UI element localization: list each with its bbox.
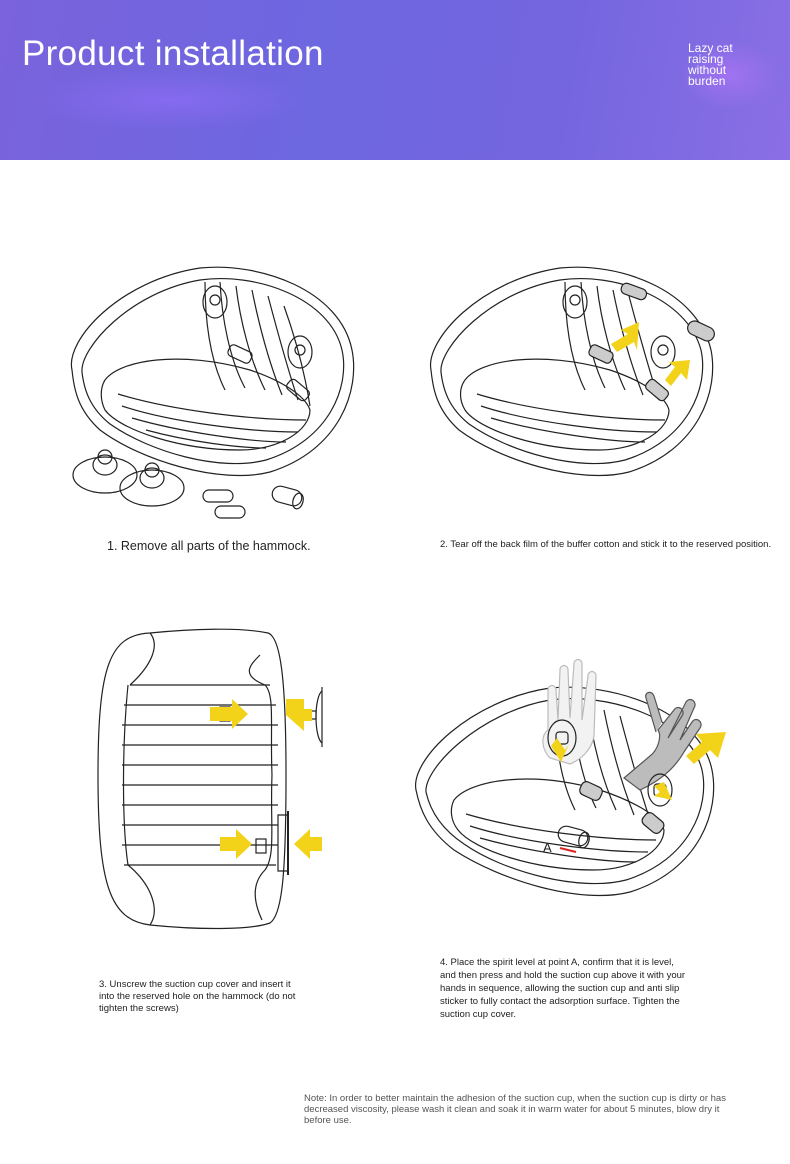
page-title: Product installation [22, 34, 324, 73]
step-3-illustration [97, 628, 323, 930]
hammock-tray [70, 266, 355, 477]
suction-cup-side [277, 687, 323, 875]
yellow-arrow [551, 732, 726, 800]
step-2-illustration [430, 266, 715, 477]
hand-icon [623, 691, 702, 791]
header-banner: Product installation Lazy cat raising wi… [0, 0, 790, 160]
suction-cup [119, 462, 185, 507]
tagline-line: burden [688, 74, 726, 88]
buffer-cotton-pads [202, 489, 246, 519]
point-a-label: A [543, 840, 552, 855]
yellow-arrow [611, 322, 690, 386]
hammock-tray [430, 266, 714, 477]
banner-glow [30, 70, 310, 130]
step-3-caption: 3. Unscrew the suction cup cover and ins… [99, 979, 296, 1014]
step-1-illustration [70, 266, 355, 519]
spirit-level [557, 825, 590, 853]
hammock-tray-side-view [97, 628, 287, 930]
step-4-illustration: A [415, 658, 726, 897]
step-4-caption: 4. Place the spirit level at point A, co… [440, 957, 686, 1020]
tagline-line: without [688, 63, 727, 77]
step-1-caption: 1. Remove all parts of the hammock. [107, 539, 311, 553]
suction-cup [72, 449, 138, 494]
tagline-line: Lazy cat [688, 41, 733, 55]
tagline: Lazy cat raising without burden [688, 41, 758, 88]
buffer-cotton-pads [588, 282, 715, 402]
tagline-line: raising [688, 52, 724, 66]
care-note: Note: In order to better maintain the ad… [304, 1093, 726, 1126]
yellow-arrow [210, 699, 322, 859]
spirit-level [271, 485, 304, 510]
banner-glow [680, 40, 780, 110]
step-2-caption: 2. Tear off the back film of the buffer … [440, 539, 772, 550]
